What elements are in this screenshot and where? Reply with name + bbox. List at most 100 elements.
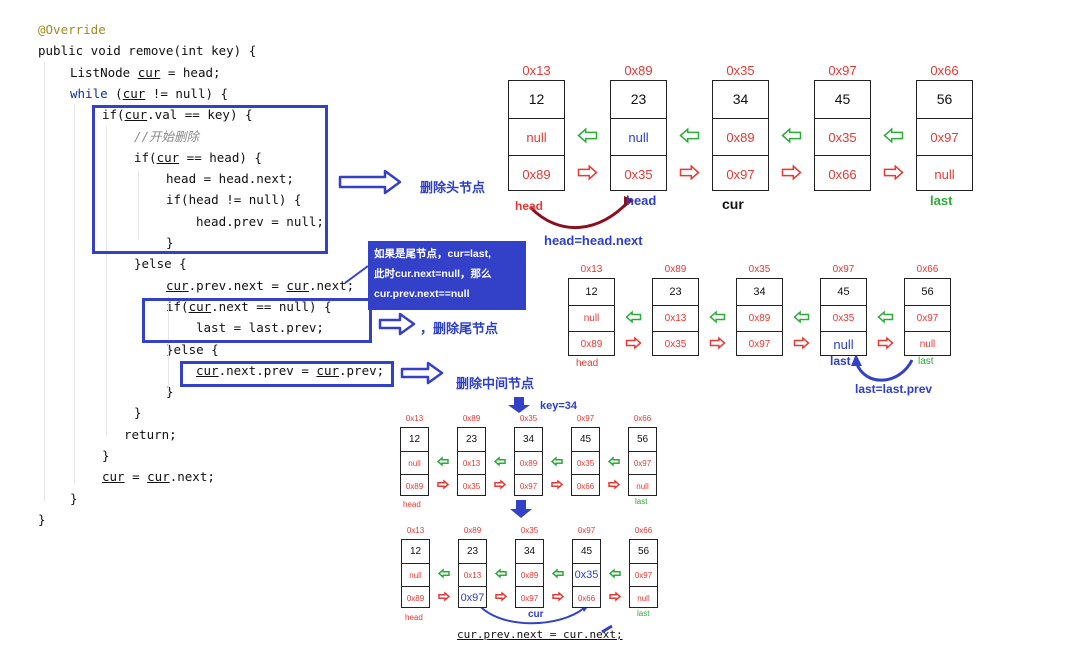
node-address: 0x89 [664, 264, 687, 275]
code-line: }else { [166, 339, 219, 360]
node-value: 34 [732, 91, 749, 107]
code-token: cur [124, 107, 148, 123]
node-value: 12 [408, 434, 421, 445]
node-value: 34 [753, 286, 766, 298]
node-value: 12 [409, 546, 422, 557]
code-token: cur [316, 362, 339, 378]
d4-last-label: last [637, 609, 650, 618]
node-prev: 0x13 [458, 451, 485, 474]
next-link-arrow [494, 479, 507, 490]
d3-last-label: last [635, 497, 648, 506]
node-next: 0x89 [402, 586, 429, 609]
node-address: 0x97 [828, 63, 857, 78]
delete-head-label: 删除头节点 [420, 180, 486, 195]
code-line: while (cur != null) { [70, 83, 228, 104]
prev-link-arrow [877, 310, 894, 324]
d1-head-new-label: head [626, 193, 657, 208]
d4-cur-label: cur [528, 609, 544, 620]
node-next: null [629, 474, 656, 497]
node-address: 0x35 [726, 63, 755, 78]
code-line: if(head != null) { [166, 189, 301, 210]
node-prev: 0x97 [629, 451, 656, 474]
code-token: != null) { [145, 85, 229, 101]
prev-link-arrow [709, 310, 726, 324]
code-line: } [166, 381, 174, 402]
node-value: 45 [837, 286, 850, 298]
node-next: 0x35 [653, 331, 698, 357]
prevnext-move-arrow [477, 603, 585, 625]
code-line: cur = cur.next; [102, 466, 215, 487]
node-address: 0x35 [520, 526, 539, 535]
code-line: cur.next.prev = cur.prev; [196, 360, 384, 381]
indent-guide [106, 126, 107, 436]
code-token: } [166, 384, 174, 400]
node-value: 23 [466, 546, 479, 557]
link-arrows [494, 568, 508, 602]
node-address: 0x13 [580, 264, 603, 275]
node-next: null [905, 331, 950, 357]
code-line: } [134, 402, 142, 423]
next-link-arrow [781, 164, 802, 181]
prev-link-arrow [437, 568, 450, 579]
d1-head-old-label: head [515, 199, 544, 213]
code-token: } [134, 405, 142, 421]
d4-head-label: head [405, 613, 423, 622]
link-arrows [437, 568, 451, 602]
link-arrows [436, 456, 450, 490]
link-arrows [877, 310, 894, 350]
code-line: } [38, 509, 46, 530]
next-link-arrow [438, 591, 451, 602]
code-token: .prev; [339, 362, 385, 378]
code-token: cur [188, 298, 212, 314]
code-token: = [124, 469, 148, 485]
node-next: 0x66 [815, 155, 870, 192]
prev-link-arrow [781, 127, 802, 144]
code-line: } [102, 445, 110, 466]
next-link-arrow [495, 591, 508, 602]
code-line: public void remove(int key) { [38, 40, 256, 61]
node-next: null [917, 155, 972, 192]
code-token: }else { [166, 341, 219, 357]
node-address: 0x97 [576, 414, 595, 423]
node-next: 0x97 [737, 331, 782, 357]
tail-note-line: cur.prev.next==null [374, 288, 470, 300]
node-next: 0x66 [572, 474, 599, 497]
d4-caption: cur.prev.next = cur.next; [457, 628, 623, 641]
node-prev: 0x97 [917, 118, 972, 155]
code-token: .prev.next = [188, 277, 287, 293]
code-line: } [70, 488, 78, 509]
node-address: 0x89 [462, 414, 481, 423]
code-token: .next; [309, 277, 355, 293]
node-next: 0x89 [401, 474, 428, 497]
tail-delete-box [142, 298, 372, 343]
pointer-tick [601, 624, 613, 634]
prev-link-arrow [607, 456, 620, 467]
node-prev: 0x35 [573, 563, 600, 586]
next-link-arrow [883, 164, 904, 181]
link-arrows [679, 127, 700, 181]
head-move-arrow [528, 200, 630, 229]
d1-cur-label: cur [722, 196, 744, 212]
node-address: 0x66 [930, 63, 959, 78]
link-arrows [551, 568, 565, 602]
code-token: return; [124, 426, 177, 442]
d2-last-new-label: last [830, 354, 851, 368]
code-token: = head; [160, 64, 221, 80]
d1-last-label: last [930, 193, 953, 208]
node-address: 0x13 [406, 526, 425, 535]
code-line: }else { [134, 253, 187, 274]
key-label: key=34 [540, 400, 578, 412]
node-prev: 0x97 [630, 563, 657, 586]
code-token: .val == key) { [147, 107, 253, 123]
tail-callout-arrow [378, 312, 416, 336]
next-link-arrow [608, 479, 621, 490]
tail-note-line: 如果是尾节点，cur=last, [374, 248, 491, 260]
